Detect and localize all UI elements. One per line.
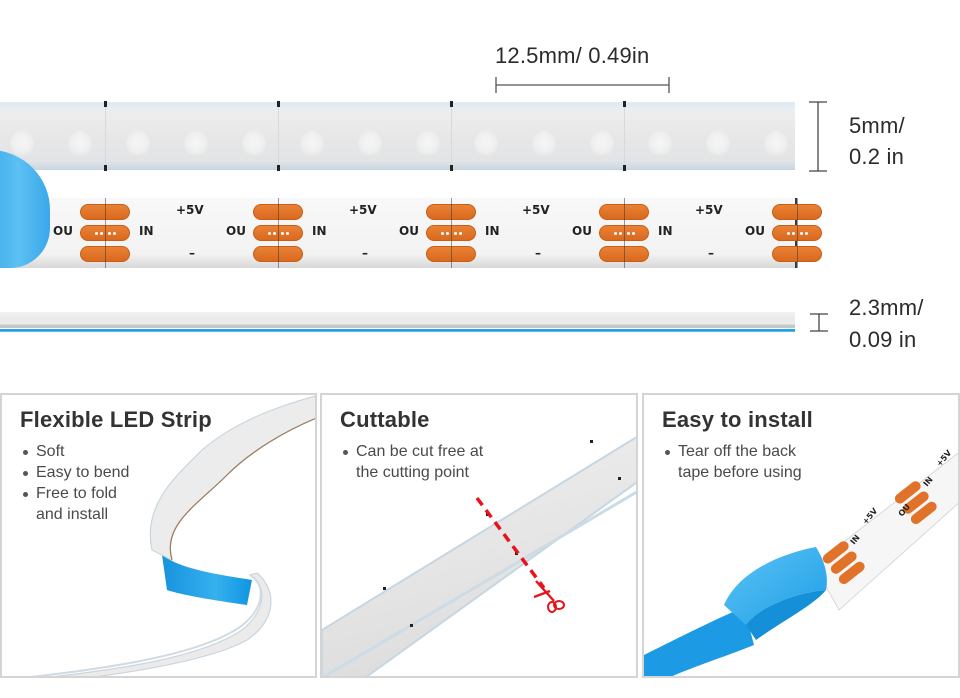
cut-mark [623, 101, 626, 107]
negative-label: – [362, 246, 368, 260]
led-diffuser-bump [706, 131, 730, 157]
cuttable-strip-illustration [322, 436, 636, 676]
feature-item-line: Can be cut free at [356, 443, 484, 460]
led-diffuser-bump [126, 131, 150, 157]
data-out-label: OU [572, 224, 592, 238]
led-diffuser-bump [358, 131, 382, 157]
feature-item-line: Tear off the back [678, 443, 796, 460]
positive-5v-label: +5V [695, 203, 723, 217]
feature-item-line: Free to fold [36, 485, 117, 502]
cut-line [105, 198, 106, 268]
led-diffuser-bump [10, 131, 34, 157]
negative-label: – [189, 246, 195, 260]
data-in-label: IN [485, 224, 500, 238]
cut-mark [104, 101, 107, 107]
thickness-label-line2: 0.09 in [849, 327, 917, 352]
segment-divider [624, 103, 625, 171]
panel-title: Easy to install [662, 407, 813, 432]
positive-5v-label: +5V [522, 203, 550, 217]
dashed-cut-line [475, 496, 546, 590]
feature-item-line: tape before using [678, 464, 802, 481]
width-dimension-line [809, 101, 827, 172]
width-label-line2: 0.2 in [849, 144, 905, 169]
feature-panel-flexible: Flexible LED Strip Soft Easy to bend Fre… [0, 393, 317, 678]
cut-mark [450, 165, 453, 171]
cut-mark [104, 165, 107, 171]
feature-item: Free to fold and install [22, 483, 129, 525]
panel-title: Flexible LED Strip [20, 407, 212, 432]
feature-item: Can be cut free at the cutting point [342, 441, 483, 483]
feature-item: Tear off the back tape before using [664, 441, 802, 483]
led-diffuser-bump [648, 131, 672, 157]
install-strip-illustration: +5V +5V IN IN OU [644, 448, 958, 676]
segment-divider [451, 103, 452, 171]
data-in-label: IN [658, 224, 673, 238]
led-diffuser-bump [68, 131, 92, 157]
segment-divider [278, 103, 279, 171]
feature-list: Can be cut free at the cutting point [342, 441, 483, 483]
feature-item: Soft [22, 441, 129, 462]
cut-mark [623, 165, 626, 171]
data-in-label: IN [312, 224, 327, 238]
positive-5v-label: +5V [349, 203, 377, 217]
cut-line [797, 198, 798, 268]
feature-list: Soft Easy to bend Free to fold and instal… [22, 441, 129, 525]
feature-item-line: the cutting point [356, 464, 469, 481]
led-diffuser-bump [300, 131, 324, 157]
flexible-strip-illustration [30, 395, 315, 676]
led-strip-pcb-view: OU IN +5V – OU IN +5V – OU IN +5V – OU IN +5V – OU [0, 198, 822, 268]
led-strip-side-view [0, 312, 795, 332]
negative-label: – [708, 246, 714, 260]
segment-length-dimension-line [495, 77, 670, 93]
led-diffuser-bump [184, 131, 208, 157]
cut-mark [277, 101, 280, 107]
width-label-line1: 5mm/ [849, 113, 905, 138]
feature-list: Tear off the back tape before using [664, 441, 802, 483]
feature-item: Easy to bend [22, 462, 129, 483]
data-out-label: OU [53, 224, 73, 238]
data-out-label: OU [226, 224, 246, 238]
cut-mark [277, 165, 280, 171]
cut-mark [450, 101, 453, 107]
led-diffuser-bump [242, 131, 266, 157]
data-in-label: IN [139, 224, 154, 238]
segment-divider [105, 103, 106, 171]
thickness-label-line1: 2.3mm/ [849, 295, 924, 320]
led-diffuser-bump [764, 131, 788, 157]
led-diffuser-bump [590, 131, 614, 157]
thickness-dimension-line [810, 313, 828, 332]
led-strip-top-view [0, 101, 795, 171]
cut-line [451, 198, 452, 268]
cut-line [278, 198, 279, 268]
data-out-label: OU [745, 224, 765, 238]
negative-label: – [535, 246, 541, 260]
led-diffuser-bump [416, 131, 440, 157]
led-diffuser-bump [474, 131, 498, 157]
led-diffuser-bump [532, 131, 556, 157]
panel-title: Cuttable [340, 407, 430, 432]
data-out-label: OU [399, 224, 419, 238]
positive-5v-label: +5V [176, 203, 204, 217]
cut-line [624, 198, 625, 268]
feature-item-line: and install [36, 506, 109, 523]
feature-panel-install: +5V +5V IN IN OU Easy to install Tear of… [642, 393, 960, 678]
feature-panel-cuttable: Cuttable Can be cut free at the cutting p… [320, 393, 638, 678]
segment-length-label: 12.5mm/ 0.49in [495, 43, 650, 68]
scissors-icon [533, 580, 565, 613]
